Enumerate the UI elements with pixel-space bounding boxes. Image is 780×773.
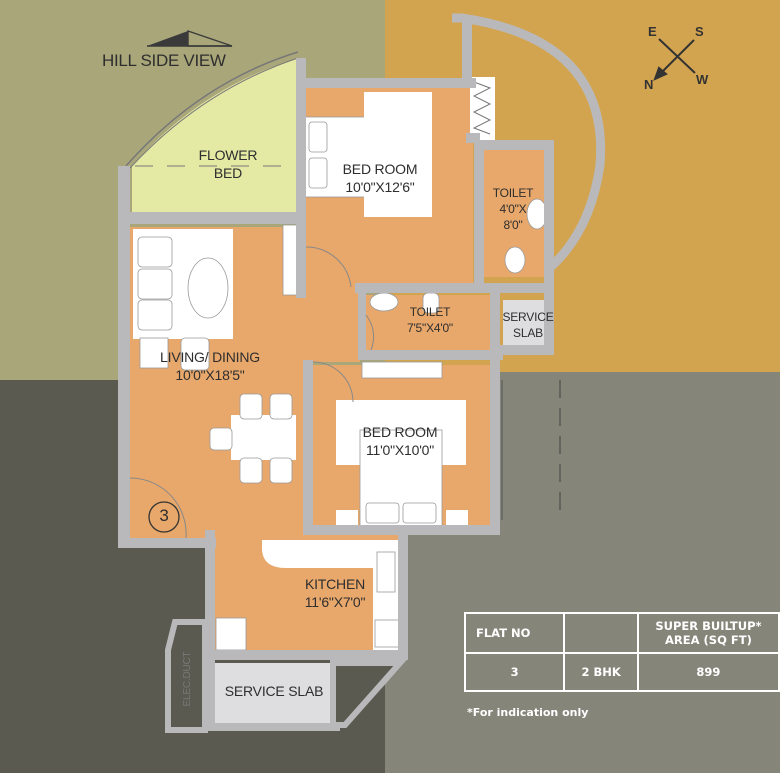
wardrobe-living (282, 224, 299, 296)
cell-type: 2 BHK (563, 652, 639, 692)
bed2-wardrobe (361, 361, 443, 379)
table-row: 3 2 BHK 899 (463, 652, 780, 692)
elec-duct-area (165, 619, 208, 733)
service-slab-2-label: SERVICE SLAB (224, 683, 324, 699)
header-flat-no: FLAT NO (463, 612, 566, 654)
flat-marker-circle (148, 501, 180, 533)
elec-duct-label: ELEC.DUCT (182, 651, 193, 707)
compass-w: W (696, 72, 709, 87)
bed-room-1-label: BED ROOM 10'0"X12'6" (342, 161, 418, 195)
compass-s: S (695, 24, 704, 39)
kitchen-counter (262, 540, 402, 650)
compass-icon (653, 38, 696, 81)
hill-side-view-title: HILL SIDE VIEW (102, 51, 226, 70)
header-area: SUPER BUILTUP* AREA (SQ FT) (636, 612, 780, 654)
walls (118, 18, 554, 731)
service-slab-1-label: SERVICE SLAB (502, 310, 554, 340)
bed-room-2-label: BED ROOM 11'0"X10'0" (362, 424, 438, 458)
flat-marker: 3 (159, 506, 169, 525)
footnote: *For indication only (467, 706, 589, 719)
table-header-row: FLAT NO SUPER BUILTUP* AREA (SQ FT) (463, 612, 780, 654)
dining-table (231, 415, 296, 460)
toilet-2-label: TOILET 7'5"X4'0" (406, 305, 453, 335)
cell-area: 899 (636, 652, 780, 692)
service-slab-1-area (503, 300, 545, 345)
toilet-1-label: TOILET 4'0"X 8'0" (492, 186, 534, 232)
compass-n: N (644, 77, 654, 92)
service-slab-2-area (215, 663, 333, 723)
flat-info-table: FLAT NO SUPER BUILTUP* AREA (SQ FT) 3 2 … (463, 612, 780, 692)
compass-e: E (648, 24, 657, 39)
hill-icon (147, 31, 188, 46)
flower-bed-label: FLOWER BED (198, 147, 258, 181)
flower-bed-area (132, 58, 298, 212)
cell-flat-no: 3 (463, 652, 566, 692)
corridor-floor (305, 287, 360, 362)
header-type (563, 612, 639, 654)
kitchen-label: KITCHEN 11'6"X7'0" (304, 576, 366, 610)
living-dining-label: LIVING/ DINING 10'0"X18'5" (160, 349, 260, 383)
curved-balcony-wall (452, 13, 606, 276)
